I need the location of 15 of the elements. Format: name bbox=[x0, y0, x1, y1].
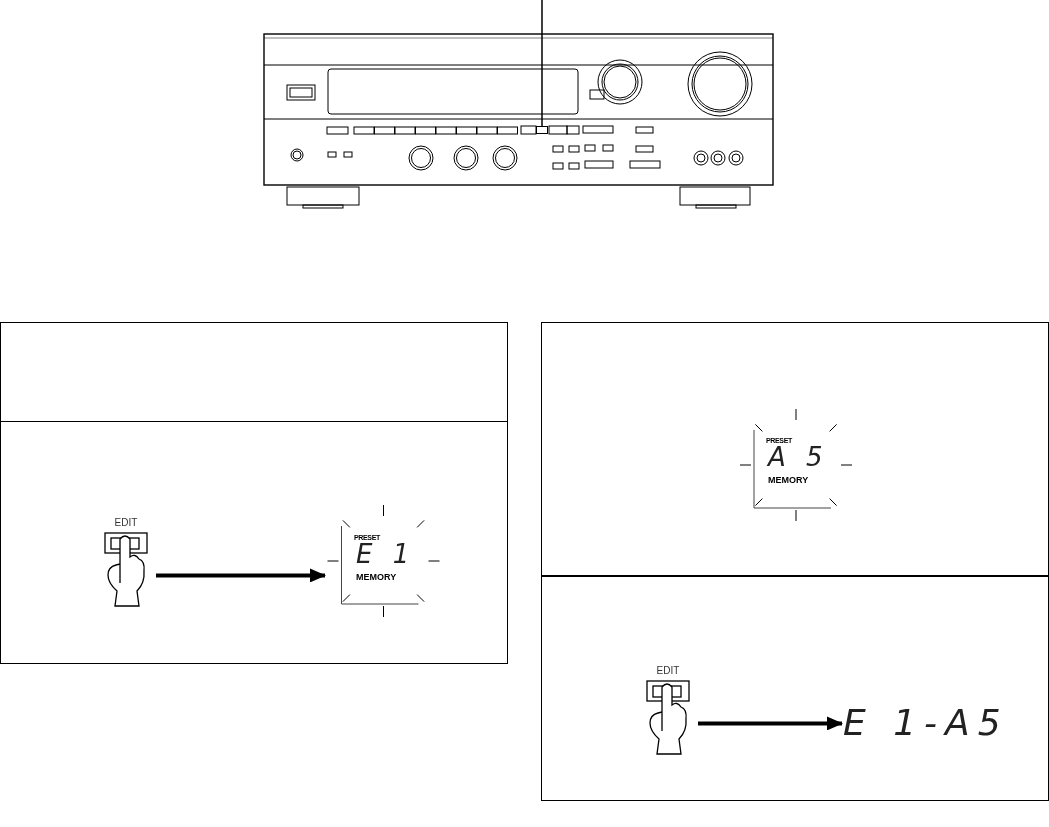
step-panel bbox=[0, 322, 508, 422]
segment-readout: E 1-A5 bbox=[843, 701, 1009, 745]
button-label: EDIT bbox=[113, 517, 139, 529]
edit-button bbox=[536, 126, 548, 134]
leader-line bbox=[541, 0, 543, 127]
step-panel bbox=[0, 421, 508, 664]
segment-readout: E 1 bbox=[356, 540, 416, 568]
button-label: EDIT bbox=[655, 665, 681, 677]
indicator-text: MEMORY bbox=[768, 475, 809, 485]
arrow bbox=[156, 568, 326, 583]
indicator-text: MEMORY bbox=[356, 572, 397, 582]
step-panel bbox=[541, 322, 1049, 577]
step-panel bbox=[541, 575, 1049, 801]
arrow bbox=[698, 716, 843, 731]
segment-readout: A 5 bbox=[768, 443, 829, 471]
